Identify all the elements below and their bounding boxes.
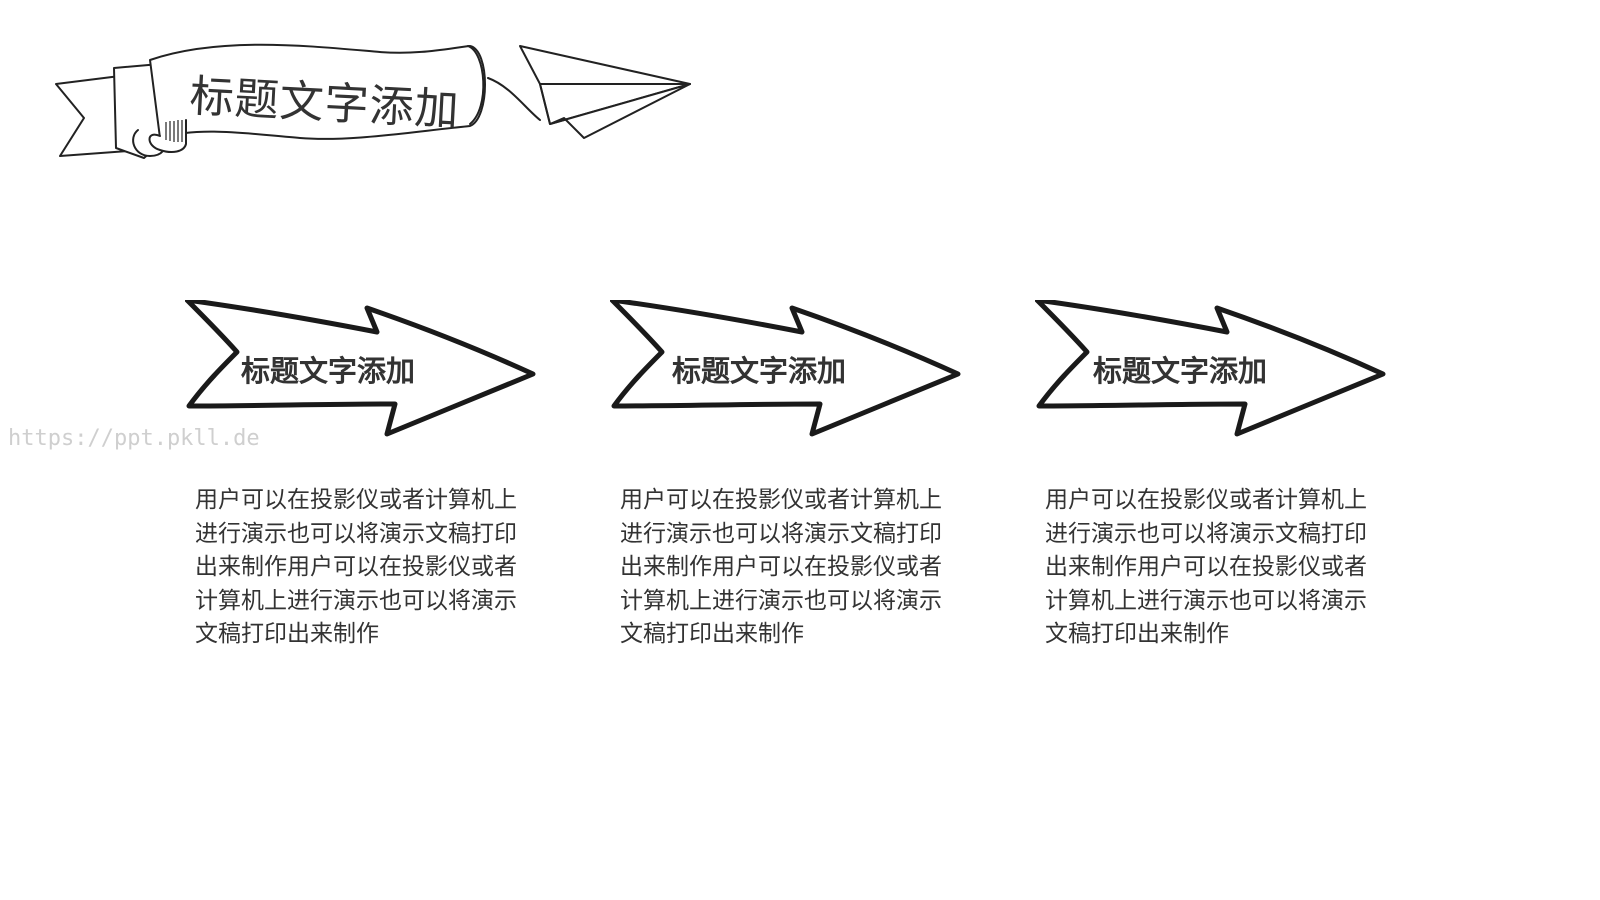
hand-drawn-arrow-icon xyxy=(610,300,961,437)
hand-drawn-arrow-icon xyxy=(1035,300,1386,437)
step-title: 标题文字添加 xyxy=(672,354,847,388)
step-description: 用户可以在投影仪或者计算机上进行演示也可以将演示文稿打印出来制作用户可以在投影仪… xyxy=(620,487,942,647)
step-description: 用户可以在投影仪或者计算机上进行演示也可以将演示文稿打印出来制作用户可以在投影仪… xyxy=(1045,487,1367,647)
paper-plane-icon xyxy=(519,45,691,139)
ribbon-banner-icon xyxy=(55,43,691,159)
watermark-text: https://ppt.pkll.de xyxy=(8,426,260,451)
title-banner: 标题文字添加 xyxy=(50,38,720,168)
step-title: 标题文字添加 xyxy=(1093,354,1268,388)
step-description: 用户可以在投影仪或者计算机上进行演示也可以将演示文稿打印出来制作用户可以在投影仪… xyxy=(195,487,517,647)
step-title: 标题文字添加 xyxy=(241,354,416,388)
hand-drawn-arrow-icon xyxy=(185,300,536,437)
